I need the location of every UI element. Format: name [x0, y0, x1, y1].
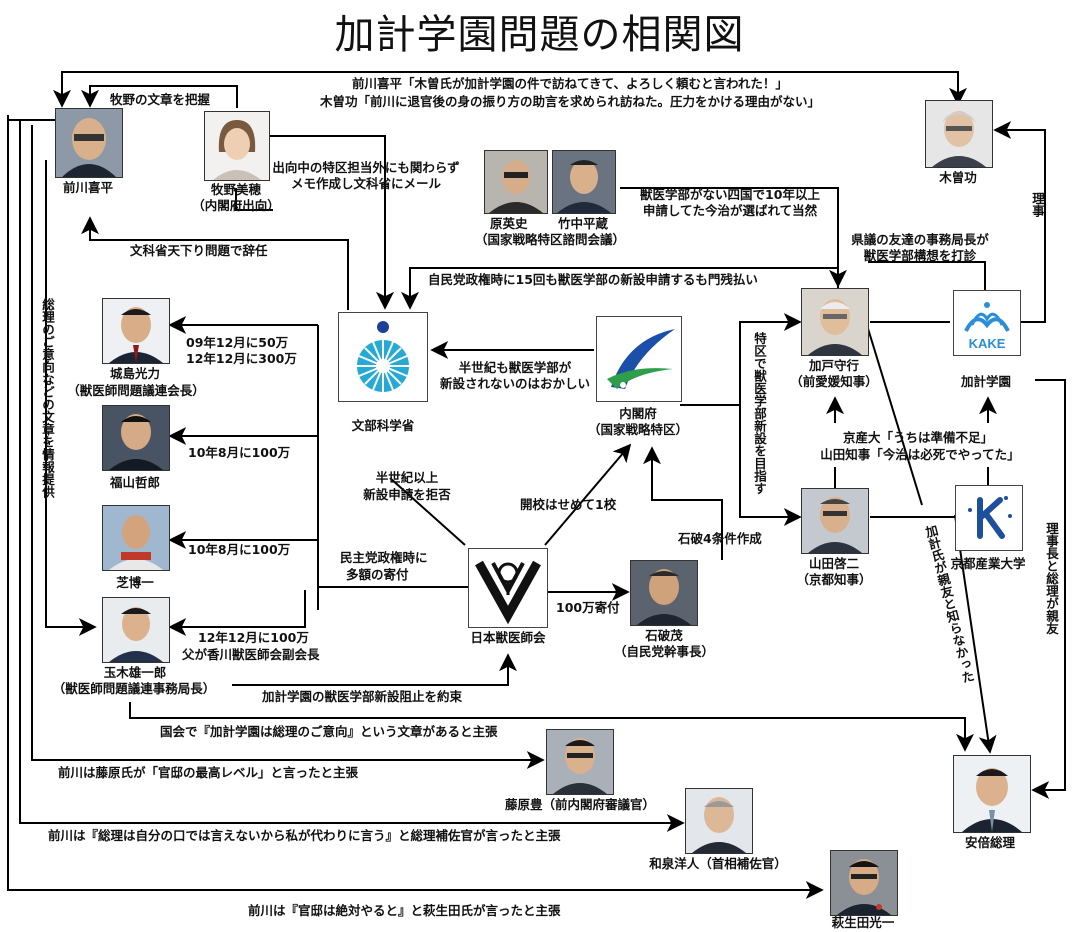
- hagiuda-photo: [830, 850, 898, 916]
- fukuyama-name: 福山哲郎: [109, 475, 160, 490]
- yamada-name: 山田啓二: [808, 556, 859, 571]
- maekawa-photo: [55, 108, 123, 178]
- abe-photo: [953, 755, 1031, 833]
- label-reject-1: 半世紀以上: [375, 470, 439, 485]
- label-fukuyama-money: 10年8月に100万: [188, 445, 291, 460]
- makino-photo: [204, 111, 270, 181]
- label-resign: 文科省天下り問題で辞任: [130, 243, 268, 258]
- fukuyama-photo: [102, 405, 170, 471]
- takenaka-photo: [552, 150, 616, 214]
- label-jojima-money-1: 09年12月に50万: [186, 335, 289, 350]
- naikaku-name: 内閣府: [619, 406, 657, 421]
- vet-assoc-name: 日本獣医師会: [470, 630, 546, 645]
- shiba-name: 芝博一: [116, 575, 154, 590]
- abe-name: 安倍総理: [964, 835, 1015, 850]
- label-prefecture-1: 県議の友達の事務局長が: [851, 232, 989, 247]
- hara-name: 原英史: [490, 216, 528, 231]
- kiso-name: 木曽功: [939, 170, 977, 185]
- shiba-photo: [102, 505, 170, 571]
- label-kyoto-dai: 京産大「うちは準備不足」: [842, 430, 993, 445]
- jojima-photo: [102, 298, 170, 364]
- ishiba-title: （自民党幹事長）: [613, 644, 714, 659]
- kyoto-sangyo-logo: [955, 485, 1023, 551]
- label-half-century-1: 半世紀も獣医学部が: [458, 360, 572, 375]
- kake-gakuen-name: 加計学園: [960, 374, 1011, 389]
- label-makino-grasp: 牧野の文章を把握: [110, 92, 211, 107]
- label-riji: 理事: [1030, 192, 1045, 217]
- label-hagiuda-claim: 前川は『官邸は絶対やると』と萩生田氏が言ったと主張: [248, 903, 561, 918]
- label-ldp-reject: 自民党政権時に15回も獣医学部の新設申請するも門残払い: [428, 272, 758, 287]
- label-ishiba-cond: 石破4条件作成: [678, 531, 762, 546]
- kiso-photo: [925, 100, 993, 168]
- label-ishiki-vertical: 総理のご意向などの文章を情報提供: [40, 298, 55, 498]
- label-izumi-claim: 前川は『総理は自分の口では言えないから私が代わりに言う』と総理補佐官が言ったと主…: [48, 828, 561, 843]
- hagiuda-name: 萩生田光一: [831, 915, 895, 930]
- label-reject-2: 新設申請を拒否: [363, 487, 451, 502]
- fujiwara-name: 藤原豊（前内閣府審議官）: [504, 797, 655, 812]
- makino-affiliation: （内閣府出向）: [192, 198, 280, 213]
- kake-logo-text: KAKE: [969, 336, 1006, 351]
- label-shikoku-1: 獣医学部がない四国で10年以上: [640, 187, 820, 202]
- tamaki-photo: [102, 597, 170, 663]
- naikaku-sub: （国家戦略特区）: [587, 422, 688, 437]
- label-shiba-money: 10年8月に100万: [188, 542, 291, 557]
- label-tamaki-money-1: 12年12月に100万: [198, 630, 309, 645]
- takenaka-name: 竹中平蔵: [558, 216, 609, 231]
- label-minshu-1: 民主党政権時に: [340, 550, 428, 565]
- kake-moriyuki-title: （前愛媛知事）: [790, 374, 878, 389]
- label-jojima-money-2: 12年12月に300万: [186, 351, 297, 366]
- hara-photo: [484, 150, 548, 214]
- tamaki-name: 玉木雄一郎: [103, 665, 167, 680]
- kake-moriyuki-photo: [801, 288, 869, 356]
- label-diet-claim: 国会で『加計学園は総理のご意向』という文章があると主張: [160, 724, 498, 739]
- yamada-title: （京都知事）: [796, 572, 872, 587]
- ishiba-photo: [630, 560, 698, 626]
- makino-name: 牧野美穂: [210, 182, 261, 197]
- top-quote-kiso: 木曽功「前川に退官後の身の振り方の助言を求められ訪ねた。圧力をかける理由がない」: [319, 94, 820, 109]
- top-quote-maekawa: 前川喜平「木曽氏が加計学園の件で訪ねてきて、よろしく頼むと言われた！」: [352, 76, 788, 91]
- ishiba-name: 石破茂: [645, 628, 683, 643]
- maekawa-name: 前川喜平: [62, 180, 113, 195]
- label-one-school: 開校はせめて1校: [520, 497, 617, 512]
- fujiwara-photo: [546, 729, 614, 795]
- label-half-century-2: 新設されないのはおかしい: [439, 376, 590, 391]
- label-donation: 100万寄付: [556, 600, 620, 615]
- label-shikoku-2: 申請してた今治が選ばれて当然: [642, 203, 818, 218]
- council-label: （国家戦略特区諮問会議）: [474, 232, 625, 247]
- naikaku-logo: [596, 316, 682, 402]
- tamaki-title: （獣医師問題議連事務局長）: [52, 681, 216, 696]
- kake-moriyuki-name: 加戸守行: [808, 358, 859, 373]
- monka-name: 文部科学省: [351, 418, 415, 433]
- diagram-title: 加計学園問題の相関図: [334, 12, 745, 58]
- jojima-name: 城島光力: [109, 366, 160, 381]
- jojima-title: （獣医師問題議連会長）: [67, 383, 205, 398]
- label-tokku-vertical: 特区で獣医学部新設を目指す: [752, 332, 767, 495]
- label-block-promise: 加計学園の獣医学部新設阻止を約束: [262, 689, 463, 704]
- label-prefecture-2: 獣医学部構想を打診: [863, 248, 977, 263]
- label-makino-memo-1: 出向中の特区担当外にも関わらず: [272, 160, 460, 175]
- izumi-name: 和泉洋人（首相補佐官）: [649, 856, 787, 871]
- yamada-photo: [801, 488, 869, 554]
- vet-assoc-logo: [468, 548, 548, 628]
- izumi-photo: [685, 788, 753, 854]
- label-makino-memo-2: メモ作成し文科省にメール: [290, 176, 441, 191]
- label-chairman-vertical: 理事長と総理が親友: [1044, 522, 1059, 635]
- label-fujiwara-claim: 前川は藤原氏が「官邸の最高レベル」と言ったと主張: [58, 765, 359, 780]
- label-minshu-2: 多額の寄付: [346, 567, 409, 582]
- monka-logo: [338, 312, 428, 402]
- kyoto-sangyo-name: 京都産業大学: [950, 556, 1026, 571]
- kake-gakuen-logo: KAKE: [953, 290, 1021, 356]
- label-yamada-quote: 山田知事「今治は必死でやってた」: [820, 447, 1020, 462]
- label-tamaki-money-2: 父が香川獣医師会副会長: [182, 647, 320, 662]
